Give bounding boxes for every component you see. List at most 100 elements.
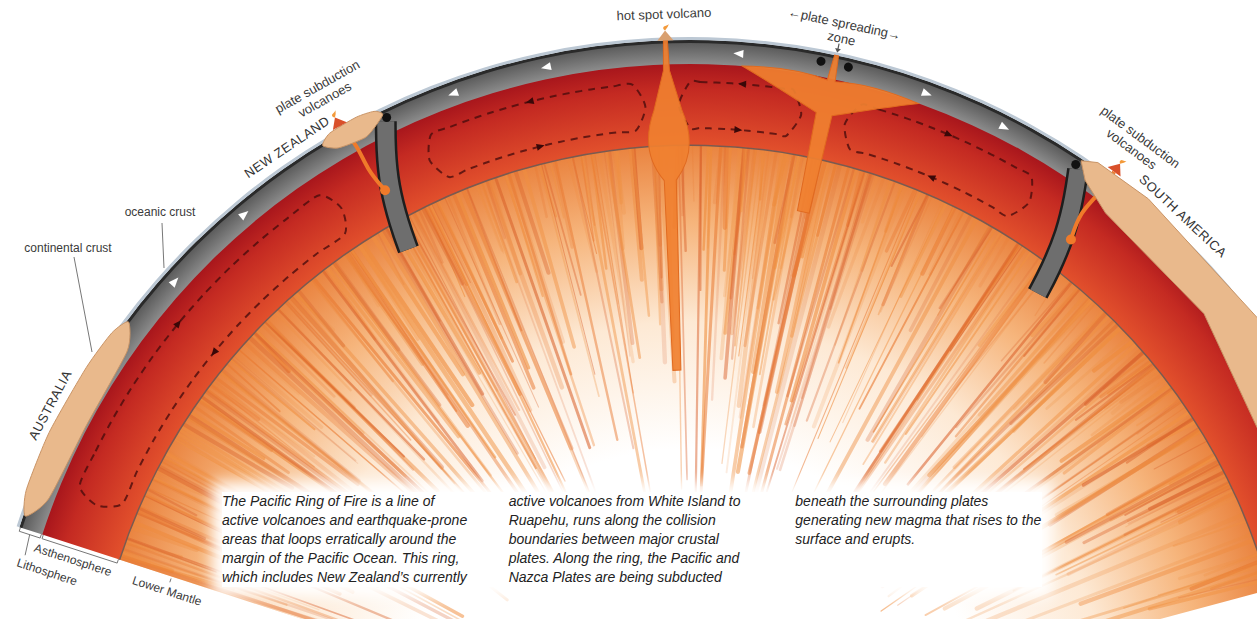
mantle-streak [846, 190, 921, 368]
mantle-streak [390, 224, 553, 504]
mantle-streak [544, 162, 581, 295]
trench-dot [382, 113, 391, 122]
magma-source [1066, 234, 1076, 244]
mantle-streak [704, 144, 709, 249]
mantle-streak [795, 206, 955, 532]
mantle-streak [708, 144, 710, 248]
leader-line [25, 535, 30, 556]
flow-arrow [926, 172, 936, 182]
flow-arrow [944, 130, 954, 140]
mantle-streak [1125, 481, 1230, 534]
mantle-streak [190, 412, 264, 459]
mantle-streak [787, 167, 854, 396]
mantle-streak [930, 209, 962, 274]
flow-arrow [536, 142, 545, 151]
mantle-streak [541, 163, 595, 375]
mantle-streak [881, 195, 933, 312]
mantle-streak [739, 149, 766, 356]
layer-boundary [119, 145, 1257, 590]
eruption-plume [330, 110, 338, 118]
mantle-streak [524, 167, 574, 346]
mantle-streak [322, 270, 482, 481]
mantle-streak [929, 299, 1092, 476]
mantle-streak [346, 252, 378, 305]
mantle-streak [1129, 476, 1228, 523]
mantle-streak [741, 147, 745, 211]
mantle-streak [692, 144, 694, 201]
mantle-streak [1124, 561, 1257, 608]
mantle-streak [535, 164, 547, 217]
mantle-streak [422, 207, 462, 284]
mantle-streak [215, 377, 358, 484]
flow-arrow [173, 318, 183, 329]
crust-label: continental crust [24, 241, 111, 255]
hot-spot-plume [645, 40, 697, 371]
mantle-streak [568, 157, 597, 272]
mantle-streak [431, 203, 470, 283]
mantle-streak [892, 193, 929, 266]
mantle-streak [252, 334, 405, 476]
continental-crust [323, 111, 383, 148]
plate-motion-arrow [169, 275, 182, 288]
continental-crust [24, 322, 130, 517]
mantle-streak [839, 183, 904, 363]
mantle-streak [1174, 521, 1248, 546]
plate-motion-arrow [540, 62, 551, 72]
mantle-streak [696, 144, 701, 497]
mantle-streak [284, 301, 410, 440]
plate-motion-arrow [998, 122, 1011, 134]
mantle-streak [980, 236, 1010, 286]
continental-crust [1081, 161, 1257, 619]
mantle-streak [146, 489, 196, 515]
eruption-plume [1119, 158, 1127, 166]
zone-pointer-head [834, 48, 841, 53]
mantle-streak [727, 149, 767, 473]
volcano-label: hot spot volcano [617, 5, 712, 23]
mantle-streak [885, 247, 1027, 462]
flow-arrow [738, 80, 747, 88]
mantle-streak [774, 152, 786, 205]
leader-line [74, 257, 92, 352]
plate-motion-arrow [733, 49, 744, 58]
mantle-streak [212, 380, 372, 506]
mantle-streak [211, 381, 314, 456]
mantle-streak [700, 145, 720, 506]
mantle-streak [508, 172, 571, 374]
mantle-streak [1011, 324, 1119, 424]
subducting-slab [386, 121, 409, 249]
mantle-streak [404, 216, 515, 415]
mantle-streak [1061, 384, 1170, 461]
mantle-streak [818, 162, 837, 235]
leader-line [170, 578, 171, 582]
mantle-streak [701, 144, 711, 485]
caption-text: The Pacific Ring of Fire is a line of ac… [222, 492, 1042, 587]
ridge-dot [843, 62, 854, 73]
lithosphere-band [20, 40, 1257, 569]
mantle-streak [274, 311, 350, 390]
volcano-cone [328, 114, 347, 131]
mantle-streak [762, 170, 866, 509]
subducting-slab [386, 121, 409, 249]
mantle-streak [487, 179, 562, 387]
spreading-upwelling [715, 37, 924, 231]
mantle-streak [173, 438, 264, 490]
mantle-streak [593, 152, 619, 304]
magma-source [380, 185, 390, 195]
flow-arrow [525, 97, 534, 106]
mantle-streak [1064, 389, 1174, 473]
earth-section [17, 24, 1257, 619]
crust-rim [17, 37, 1257, 563]
mantle-streak [495, 176, 590, 447]
oceanic-crust [20, 40, 1257, 563]
mantle-streak [293, 294, 455, 483]
mantle-streak [830, 201, 945, 442]
mantle-streak [1057, 431, 1203, 515]
mantle-streak [1094, 340, 1134, 370]
mantle-streak [780, 173, 874, 470]
trench-dot [1071, 160, 1080, 169]
mantle-streak [481, 181, 516, 282]
eruption-plume [663, 24, 669, 30]
mantle-streak [615, 149, 623, 249]
mantle-streak [950, 245, 1023, 351]
layer-bracket [19, 527, 41, 538]
